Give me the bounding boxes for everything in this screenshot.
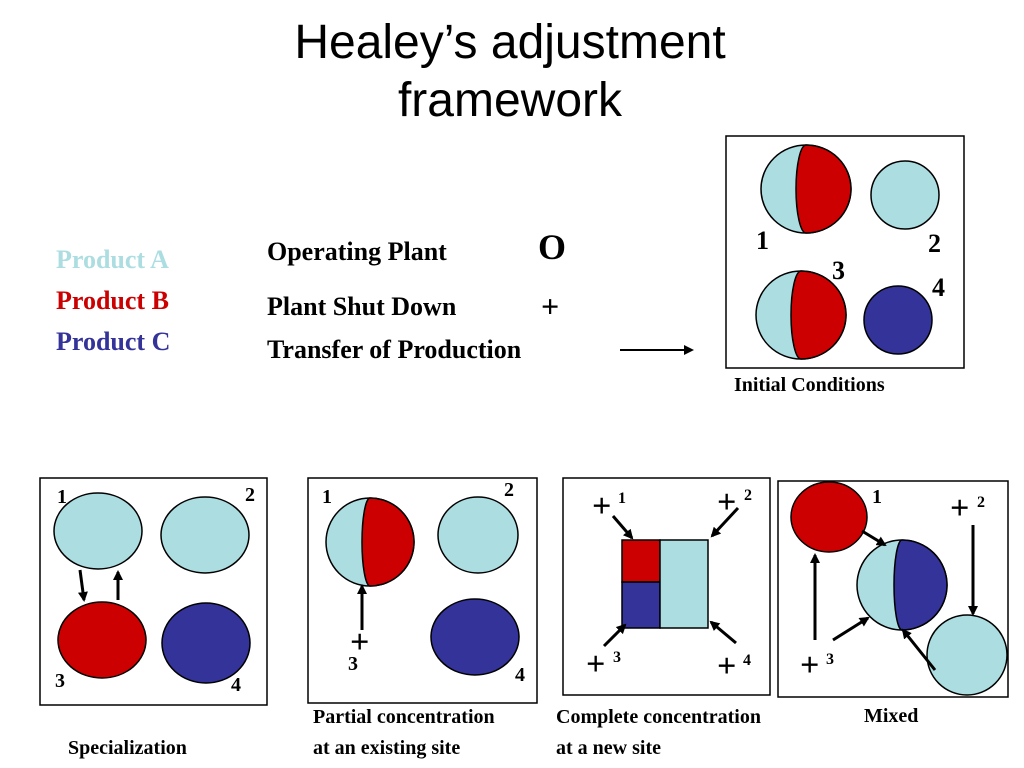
complete-plus-1: +	[592, 488, 612, 525]
complete-arrow-4	[709, 620, 737, 645]
mixed-plant-1	[856, 539, 948, 631]
specialization-plant-1	[53, 492, 143, 570]
partial-plant-4	[430, 598, 520, 676]
specialization-label-3: 3	[55, 670, 65, 692]
page-title: Healey’s adjustment framework	[160, 14, 860, 130]
mixed-label-2: 2	[977, 494, 985, 511]
mixed-label-1: 1	[872, 486, 882, 508]
complete-arrow-2	[710, 506, 740, 538]
specialization-label-1: 1	[57, 486, 67, 508]
mixed-plant-4	[926, 614, 1008, 696]
new-site-product-b	[621, 539, 661, 583]
partial-plus-symbol: +	[350, 624, 370, 661]
initial-plant-2	[870, 160, 940, 230]
key-shutdown-symbol: +	[541, 288, 560, 324]
specialization-plant-4	[161, 602, 251, 684]
initial-plant-1	[760, 144, 852, 234]
legend-product-a: Product A	[56, 245, 169, 274]
mixed-plus-3: +	[800, 647, 820, 684]
complete-caption-line-1: Complete concentration	[556, 706, 761, 728]
complete-plus-2: +	[717, 484, 737, 521]
partial-caption-line-2: at an existing site	[313, 737, 461, 759]
title-line-1: Healey’s adjustment	[294, 16, 726, 69]
partial-plant-1	[325, 497, 415, 587]
new-site-product-c	[621, 581, 661, 629]
initial-plant-4	[863, 285, 933, 355]
complete-plus-3: +	[586, 646, 606, 683]
legend-product-b: Product B	[56, 286, 169, 315]
partial-label-3: 3	[348, 653, 358, 675]
partial-label-4: 4	[515, 664, 525, 686]
initial-label-2: 2	[928, 229, 941, 258]
initial-conditions-caption: Initial Conditions	[734, 374, 885, 396]
specialization-label-2: 2	[245, 484, 255, 506]
complete-caption-line-2: at a new site	[556, 737, 661, 759]
complete-arrow-3	[602, 623, 627, 648]
mixed-label-3: 3	[826, 651, 834, 668]
title-line-2: framework	[397, 74, 623, 127]
mixed-arrow-4-to-1	[901, 628, 937, 671]
complete-label-1: 1	[618, 490, 626, 507]
specialization-plant-3	[57, 601, 147, 679]
legend-product-c: Product C	[56, 327, 171, 356]
key-plant-shut-down: Plant Shut Down	[267, 292, 457, 321]
initial-label-3: 3	[832, 256, 845, 285]
partial-concentration-box	[307, 477, 538, 704]
specialization-caption: Specialization	[68, 737, 187, 759]
complete-label-2: 2	[744, 487, 752, 504]
mixed-caption: Mixed	[864, 705, 919, 727]
initial-label-4: 4	[932, 273, 945, 302]
new-site-product-a	[659, 539, 709, 629]
mixed-arrow-red-to-1	[861, 529, 887, 547]
complete-arrow-1	[611, 515, 634, 540]
mixed-plus-2: +	[950, 490, 970, 527]
initial-plant-3	[755, 270, 847, 360]
key-operating-plant: Operating Plant	[267, 237, 447, 266]
specialization-box	[39, 477, 268, 706]
key-operating-symbol: O	[538, 227, 567, 267]
partial-caption-line-1: Partial concentration	[313, 706, 495, 728]
complete-plus-4: +	[717, 648, 737, 685]
partial-label-2: 2	[504, 479, 514, 501]
complete-label-3: 3	[613, 649, 621, 666]
key-transfer-of-production: Transfer of Production	[267, 335, 522, 364]
mixed-arrow-3-to-1	[832, 616, 870, 642]
initial-conditions-box	[725, 135, 965, 369]
specialization-arrow-down	[77, 569, 88, 602]
mixed-box	[777, 480, 1009, 698]
mixed-plant-red	[790, 481, 868, 553]
partial-label-1: 1	[322, 486, 332, 508]
specialization-plant-2	[160, 496, 250, 574]
specialization-label-4: 4	[231, 674, 241, 696]
partial-plant-2	[437, 496, 519, 574]
complete-concentration-box	[562, 477, 771, 696]
complete-label-4: 4	[743, 652, 751, 669]
initial-label-1: 1	[756, 226, 769, 255]
